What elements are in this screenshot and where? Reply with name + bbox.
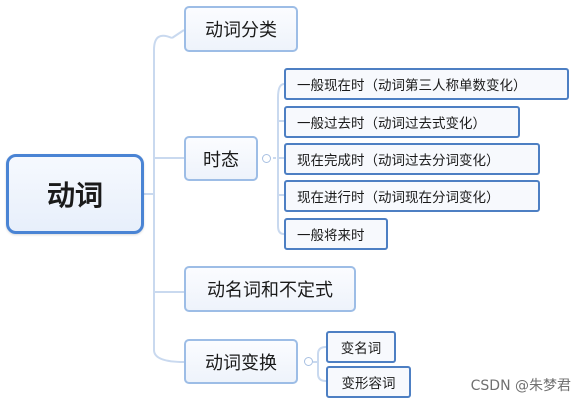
leaf-to-noun[interactable]: 变名词 xyxy=(326,331,396,363)
watermark: CSDN @朱梦君 xyxy=(468,374,573,396)
collapse-toggle-tense[interactable] xyxy=(262,154,271,163)
branch-node-gerund-infinitive[interactable]: 动名词和不定式 xyxy=(184,266,356,312)
leaf-simple-future[interactable]: 一般将来时 xyxy=(284,218,388,250)
collapse-toggle-transformation[interactable] xyxy=(304,357,313,366)
leaf-present-progressive[interactable]: 现在进行时（动词现在分词变化） xyxy=(284,180,540,212)
leaf-simple-past[interactable]: 一般过去时（动词过去式变化） xyxy=(284,106,520,138)
leaf-present-perfect[interactable]: 现在完成时（动词过去分词变化） xyxy=(284,143,540,175)
leaf-to-adjective[interactable]: 变形容词 xyxy=(326,366,411,398)
branch-node-tense[interactable]: 时态 xyxy=(184,136,258,181)
branch-node-verb-classification[interactable]: 动词分类 xyxy=(184,6,298,52)
branch-node-verb-transformation[interactable]: 动词变换 xyxy=(184,339,298,384)
root-node[interactable]: 动词 xyxy=(6,154,144,234)
leaf-simple-present[interactable]: 一般现在时（动词第三人称单数变化） xyxy=(284,68,569,100)
